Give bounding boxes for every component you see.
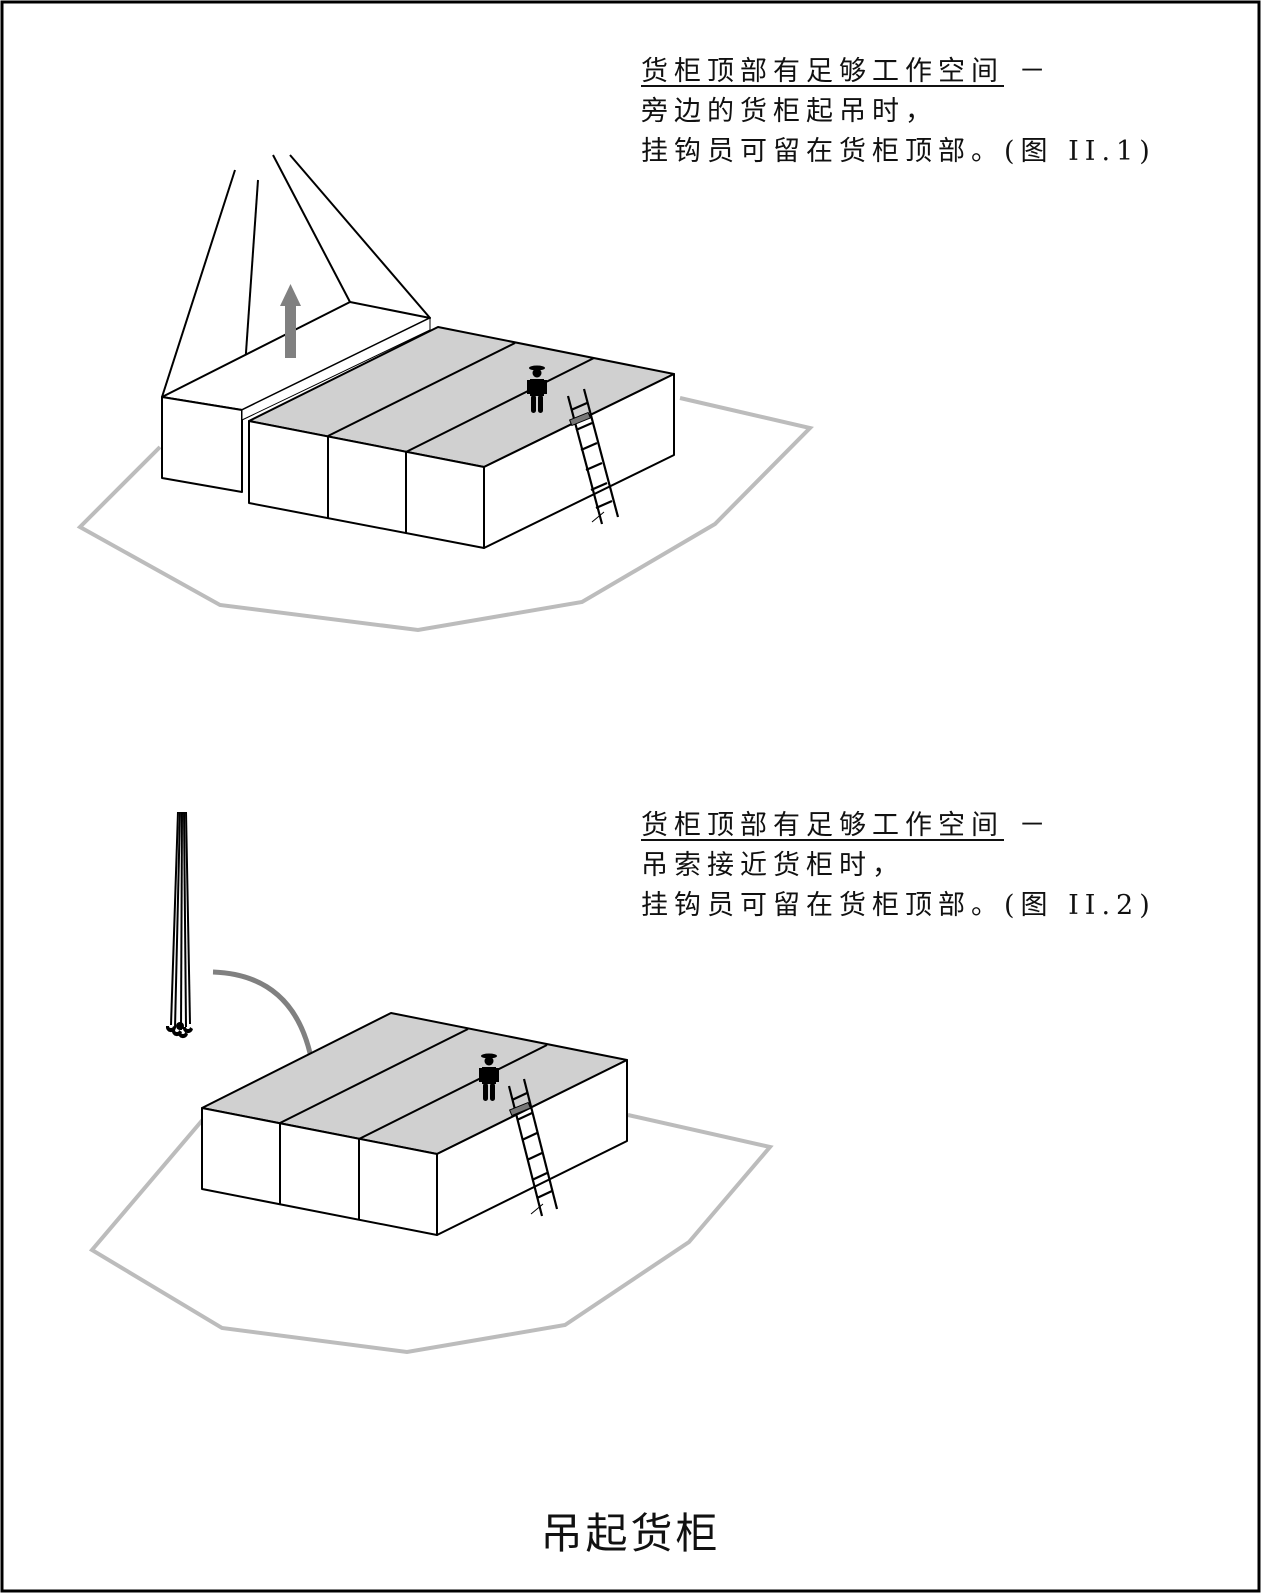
- caption-1-heading: 货柜顶部有足够工作空间: [641, 56, 1004, 87]
- figure-1: [76, 154, 814, 633]
- caption-2-line3: 挂钩员可留在货柜顶部。(图 II.2): [641, 890, 1156, 921]
- page-title: 吊起货柜: [540, 1509, 721, 1558]
- caption-1-line3: 挂钩员可留在货柜顶部。(图 II.1): [641, 136, 1156, 167]
- ladder-icon: [566, 388, 620, 525]
- up-arrow-icon: [280, 284, 301, 358]
- container-block-1: [248, 326, 675, 549]
- caption-2-heading: 货柜顶部有足够工作空间: [641, 810, 1004, 841]
- ground-outline-1: [76, 396, 814, 633]
- figure-2: [88, 811, 774, 1355]
- caption-2-dash: －: [1018, 810, 1052, 841]
- worker-icon: [527, 365, 547, 413]
- container-block-2: [201, 1012, 628, 1236]
- caption-1-dash: －: [1018, 56, 1052, 87]
- worker-icon: [479, 1053, 499, 1101]
- caption-figure-1: 货柜顶部有足够工作空间 － 旁边的货柜起吊时， 挂钩员可留在货柜顶部。(图 II…: [641, 52, 1156, 172]
- sling-lines-1: [161, 154, 431, 411]
- caption-1-line2: 旁边的货柜起吊时，: [641, 96, 938, 127]
- hook-icon: [165, 811, 193, 1039]
- ground-outline-2: [88, 1113, 774, 1355]
- caption-figure-2: 货柜顶部有足够工作空间 － 吊索接近货柜时， 挂钩员可留在货柜顶部。(图 II.…: [641, 806, 1156, 926]
- ladder-icon: [507, 1078, 559, 1217]
- caption-2-line2: 吊索接近货柜时，: [641, 850, 905, 881]
